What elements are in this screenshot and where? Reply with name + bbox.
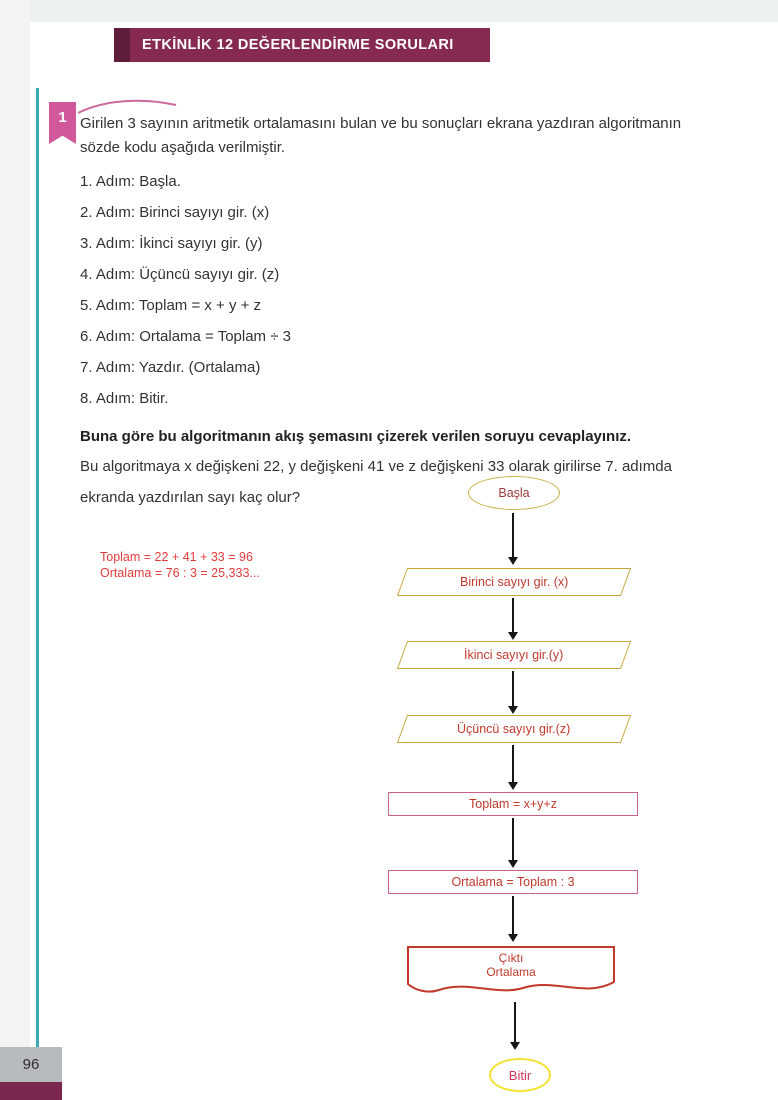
flowchart-input2-node: İkinci sayıyı gir.(y) [396,641,632,669]
arrow-shaft [512,818,514,860]
arrow-head-icon [508,706,518,714]
section-banner: ETKİNLİK 12 DEĞERLENDİRME SORULARI [114,28,490,62]
flowchart-input1-node: Birinci sayıyı gir. (x) [396,568,632,596]
input3-label: Üçüncü sayıyı gir.(z) [457,722,571,736]
flowchart-input3-node: Üçüncü sayıyı gir.(z) [396,715,632,743]
flowchart-end-node: Bitir [489,1058,551,1092]
arrow-shaft [514,1002,516,1042]
algorithm-step: 1. Adım: Başla. [80,173,181,190]
algorithm-step: 4. Adım: Üçüncü sayıyı gir. (z) [80,266,280,283]
question-body: Girilen 3 sayının aritmetik ortalamasını… [80,112,716,513]
algorithm-step: 8. Adım: Bitir. [80,390,169,407]
arrow-shaft [512,598,514,632]
footer-accent-block [0,1082,62,1100]
process2-label: Ortalama = Toplam : 3 [451,875,575,889]
flow-arrow [507,745,519,790]
algorithm-step: 7. Adım: Yazdır. (Ortalama) [80,359,261,376]
page-number-strip: 96 [0,1047,62,1082]
question-text: Bu algoritmaya x değişkeni 22, y değişke… [80,458,672,506]
output-label-line1: Çıktı [498,951,524,965]
flowchart-output-node: Çıktı Ortalama [405,951,617,979]
flowchart-output-shape [407,946,615,993]
flow-arrow [507,513,519,565]
arrow-shaft [512,745,514,782]
arrow-head-icon [508,860,518,868]
flowchart-process2-node: Ortalama = Toplam : 3 [388,870,638,894]
flowchart-process1-node: Toplam = x+y+z [388,792,638,816]
algorithm-step: 5. Adım: Toplam = x + y + z [80,297,262,314]
top-margin [0,0,778,22]
left-margin [0,0,30,1100]
flow-arrow [507,598,519,640]
question-number: 1 [58,109,67,126]
output-label-line2: Ortalama [486,965,536,979]
question-prompt: Buna göre bu algoritmanın akış şemasını … [80,428,632,445]
end-label: Bitir [508,1067,532,1083]
algorithm-step: 3. Adım: İkinci sayıyı gir. (y) [80,235,263,252]
arrow-head-icon [508,632,518,640]
flow-arrow [507,671,519,714]
arrow-head-icon [508,782,518,790]
algorithm-step: 6. Adım: Ortalama = Toplam ÷ 3 [80,328,291,345]
arrow-head-icon [510,1042,520,1050]
algorithm-step: 2. Adım: Birinci sayıyı gir. (x) [80,204,270,221]
question-intro: Girilen 3 sayının aritmetik ortalamasını… [80,115,682,156]
arrow-shaft [512,671,514,706]
flow-arrow [507,896,519,942]
question-number-badge: 1 [49,102,76,144]
flow-arrow [509,1002,521,1050]
section-title: ETKİNLİK 12 DEĞERLENDİRME SORULARI [142,37,454,53]
decorative-swoosh [78,99,177,114]
page-number: 96 [22,1056,40,1073]
arrow-shaft [512,513,514,557]
flowchart-start-node: Başla [468,476,560,510]
answer-line: Ortalama = 76 : 3 = 25,333... [100,566,260,580]
input2-label: İkinci sayıyı gir.(y) [464,648,564,662]
arrow-head-icon [508,557,518,565]
handwritten-answer: Toplam = 22 + 41 + 33 = 96 Ortalama = 76… [100,549,260,581]
accent-line [36,88,39,1100]
flow-arrow [507,818,519,868]
process1-label: Toplam = x+y+z [469,797,557,811]
start-label: Başla [498,486,530,500]
input1-label: Birinci sayıyı gir. (x) [459,575,569,589]
banner-accent-block [114,28,130,62]
arrow-shaft [512,896,514,934]
answer-line: Toplam = 22 + 41 + 33 = 96 [100,550,253,564]
arrow-head-icon [508,934,518,942]
